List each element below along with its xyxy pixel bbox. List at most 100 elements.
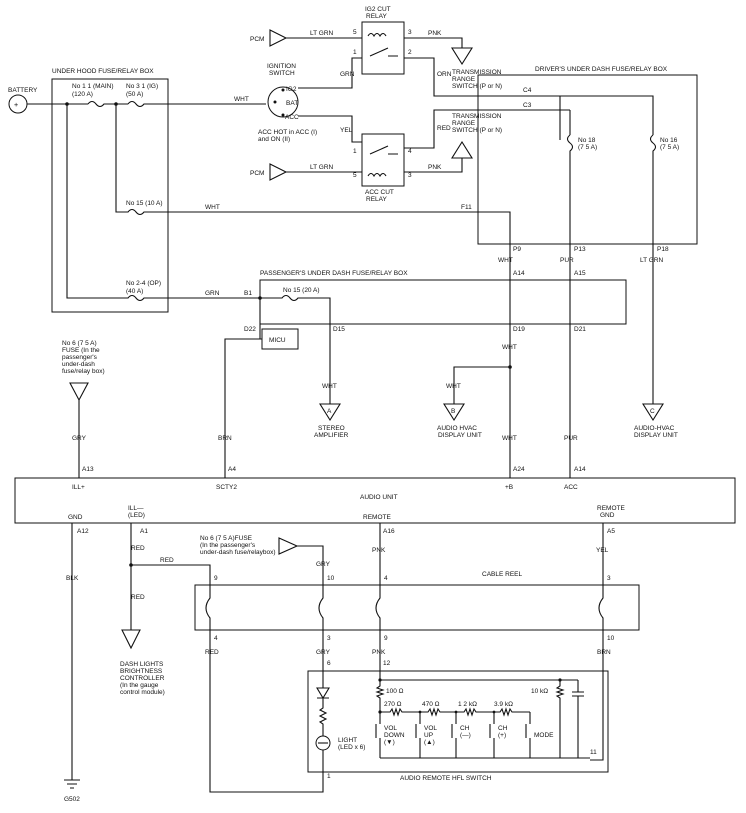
svg-text:4: 4 [408,148,412,155]
pin-d15: D15 [333,326,345,333]
pin-p9: P9 [513,246,521,253]
fuse6-line4: under-dash [62,361,95,368]
dash-line2: BRIGHTNESS [120,668,163,675]
acc-relay-label-2: RELAY [366,196,387,203]
res-39k: 3.9 kΩ [494,701,513,708]
svg-text:12: 12 [383,660,391,667]
pin-a16: A16 [383,528,395,535]
svg-text:4: 4 [214,635,218,642]
svg-text:4: 4 [384,575,388,582]
dash-line3: CONTROLLER [120,675,165,682]
wire-pur-2: PUR [564,435,578,442]
drivers-box-label: DRIVER'S UNDER DASH FUSE/RELAY BOX [535,66,668,73]
trs-1-label-1: TRANSMISSION [452,69,502,76]
svg-text:1: 1 [327,773,331,780]
light-label-1: LIGHT [338,737,357,744]
svg-text:1: 1 [353,49,357,56]
ahvac-2-line2: DISPLAY UNIT [634,432,678,439]
svg-text:A: A [327,408,332,415]
connector-c [642,403,664,422]
pin-a14-top: A14 [513,270,525,277]
audio-remote-gnd-1: REMOTE [597,505,625,512]
svg-text:6: 6 [327,660,331,667]
res-270: 270 Ω [384,701,402,708]
dash-line5: control module) [120,689,165,696]
fuse6-arrow [69,382,89,402]
pcm-2-arrow [269,163,288,181]
wire-orn-1: ORN [437,71,452,78]
wire-wht-5: WHT [446,383,461,390]
vol-down-switch[interactable] [375,712,381,758]
fuse6b-line1: No 6 (7 5 A)FUSE [200,535,253,542]
wire-wht-3: WHT [498,257,513,264]
ignition-title-1: IGNITION [267,63,296,70]
fuse-15p-label: No 15 (20 A) [283,287,320,294]
wire-pur-1: PUR [560,257,574,264]
dash-line4: (In the gauge [120,682,159,689]
pin-a4: A4 [228,466,236,473]
ignition-switch[interactable] [267,86,299,118]
res-12k: 1 2 kΩ [458,701,477,708]
svg-text:10: 10 [327,575,335,582]
audio-acc: ACC [564,484,578,491]
audio-gnd: GND [68,514,83,521]
vol-up-switch[interactable] [415,712,421,758]
audio-unit-box [14,477,736,524]
pin-a14: A14 [574,466,586,473]
fuse-31-amp: (50 A) [126,91,143,98]
svg-text:5: 5 [353,29,357,36]
wire-ltgrn-2: LT GRN [310,164,334,171]
pin-a13: A13 [82,466,94,473]
wire-wht-6: WHT [502,435,517,442]
vol-down-2: DOWN [384,732,405,739]
passengers-box-label: PASSENGER'S UNDER DASH FUSE/RELAY BOX [260,270,408,277]
ignition-bat: BAT [286,100,298,107]
svg-text:2: 2 [408,49,412,56]
ig2-relay-label-2: RELAY [366,13,387,20]
pin-d22: D22 [244,326,256,333]
battery-label: BATTERY [8,87,38,94]
ch-minus-switch[interactable] [451,712,457,758]
ignition-note-1: ACC HOT in ACC (I) [258,129,317,136]
audio-remote: REMOTE [363,514,391,521]
pcm-1-label: PCM [250,36,264,43]
ignition-acc: ACC [285,114,299,121]
drivers-fuse-box [477,74,698,245]
ch-minus-1: CH [460,725,470,732]
wire-wht-2: WHT [205,204,220,211]
stereo-line2: AMPLIFIER [314,432,349,439]
acc-cut-relay [361,133,405,187]
hfl-switch-box [307,670,609,773]
fuse6-line2: FUSE (In the [62,347,100,354]
trs-2-triangle [451,140,473,159]
audio-unit-label: AUDIO UNIT [360,494,398,501]
pin-d21: D21 [574,326,586,333]
wire-pnk-4: PNK [372,649,386,656]
pin-p18: P18 [657,246,669,253]
res-100: 100 Ω [386,688,404,695]
hfl-switch-label: AUDIO REMOTE HFL SWITCH [400,775,492,782]
wire-yel-2: YEL [596,547,609,554]
capacitor-icon [572,680,584,758]
wire-yel-1: YEL [340,127,353,134]
vol-up-3: (▲) [424,739,435,746]
ground-label: G502 [64,796,80,803]
vol-down-3: (▼) [384,739,395,746]
fuse-16-label: No 16 [660,137,678,144]
fuse6-line1: No 6 (7 5 A) [62,340,97,347]
ig2-relay-label-1: IG2 CUT [365,6,391,13]
ch-plus-switch[interactable] [489,712,495,758]
wire-wht-1: WHT [234,96,249,103]
wire-red-1: RED [437,125,451,132]
ahvac-1-line1: AUDIO HVAC [437,425,477,432]
wire-red-3: RED [131,594,145,601]
wire-ltgrn-3: LT GRN [640,257,664,264]
micu-label: MICU [269,337,286,344]
mode-switch[interactable] [525,712,531,758]
mode-label: MODE [534,732,554,739]
vol-down-1: VOL [384,725,397,732]
audio-scty2: SCTY2 [216,484,237,491]
fuse-15-label: No 15 (10 A) [126,200,163,207]
svg-text:C: C [650,408,655,415]
pin-a12: A12 [77,528,89,535]
